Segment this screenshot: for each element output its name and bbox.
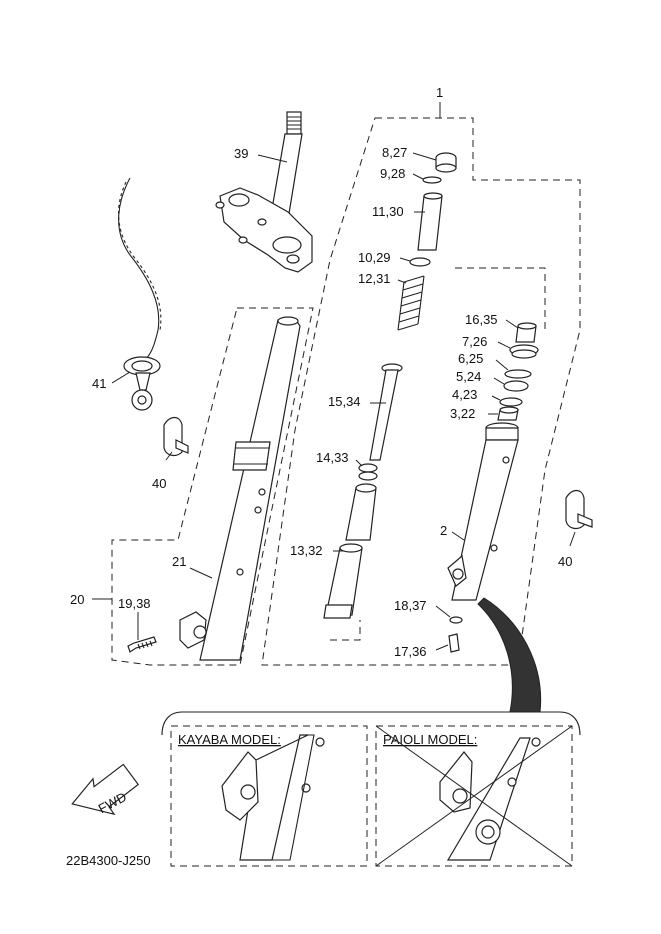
crossed-out-line-b bbox=[375, 725, 573, 867]
washer-10-29: 10,29 bbox=[358, 250, 431, 267]
callout-19-38: 19,38 bbox=[118, 596, 151, 611]
kayaba-model-label: KAYABA MODEL: bbox=[178, 732, 281, 747]
fwd-arrow-icon: FWD bbox=[71, 763, 140, 816]
fork-spring-12-31: 12,31 bbox=[358, 271, 425, 331]
callout-15-34: 15,34 bbox=[328, 394, 361, 409]
outer-tube-2: 2 bbox=[440, 422, 519, 601]
washer-4-23: 4,23 bbox=[452, 387, 523, 407]
circlip-6-25: 6,25 bbox=[458, 351, 532, 379]
bolt-17-36: 17,36 bbox=[394, 633, 460, 659]
washer-18-37: 18,37 bbox=[394, 598, 463, 624]
callout-20: 20 bbox=[70, 592, 84, 607]
callout-39: 39 bbox=[234, 146, 248, 161]
callout-4-23: 4,23 bbox=[452, 387, 477, 402]
assembly-1-boundary: 1 bbox=[261, 85, 581, 666]
callout-41: 41 bbox=[92, 376, 106, 391]
callout-9-28: 9,28 bbox=[380, 166, 405, 181]
outer-tube-21: 21 bbox=[172, 316, 301, 661]
fork-guard-40-right: 40 bbox=[558, 489, 593, 569]
piston-ring-14-33: 14,33 bbox=[316, 450, 378, 481]
o-ring-9-28: 9,28 bbox=[380, 166, 442, 184]
dust-seal-7-26: 7,26 bbox=[462, 334, 539, 359]
callout-2: 2 bbox=[440, 523, 447, 538]
dust-cap-16-35: 16,35 bbox=[465, 312, 537, 343]
wire-harness-41: 41 bbox=[92, 177, 162, 411]
callout-8-27: 8,27 bbox=[382, 145, 407, 160]
spacer-11-30: 11,30 bbox=[372, 192, 443, 251]
callout-18-37: 18,37 bbox=[394, 598, 427, 613]
kayaba-model-inset: KAYABA MODEL: bbox=[170, 725, 368, 867]
drawing-code: 22B4300-J250 bbox=[66, 853, 151, 868]
callout-13-32: 13,32 bbox=[290, 543, 323, 558]
callout-14-33: 14,33 bbox=[316, 450, 349, 465]
callout-40-left: 40 bbox=[152, 476, 166, 491]
damper-rod-15-34: 15,34 bbox=[328, 363, 403, 461]
callout-17-36: 17,36 bbox=[394, 644, 427, 659]
callout-10-29: 10,29 bbox=[358, 250, 391, 265]
detail-magnifier-pointer bbox=[477, 597, 542, 713]
callout-6-25: 6,25 bbox=[458, 351, 483, 366]
bushing-3-22: 3,22 bbox=[450, 406, 519, 421]
detail-panel-bracket bbox=[161, 711, 581, 736]
fork-guard-40-left: 40 bbox=[152, 416, 189, 491]
callout-21: 21 bbox=[172, 554, 186, 569]
steering-stem-39: 39 bbox=[215, 111, 313, 273]
callout-5-24: 5,24 bbox=[456, 369, 481, 384]
paioli-model-label: PAIOLI MODEL: bbox=[383, 732, 477, 747]
callout-16-35: 16,35 bbox=[465, 312, 498, 327]
callout-12-31: 12,31 bbox=[358, 271, 391, 286]
inner-tube-13-32: 13,32 bbox=[290, 483, 377, 619]
oil-seal-5-24: 5,24 bbox=[456, 369, 529, 392]
bolt-19-38: 19,38 bbox=[118, 596, 157, 653]
callout-11-30: 11,30 bbox=[372, 204, 404, 219]
cap-bolt-8-27: 8,27 bbox=[382, 145, 457, 173]
callout-40-right: 40 bbox=[558, 554, 572, 569]
paioli-model-inset: PAIOLI MODEL: bbox=[375, 725, 573, 867]
callout-3-22: 3,22 bbox=[450, 406, 475, 421]
assembly-20-boundary: 20 bbox=[70, 307, 314, 666]
callout-7-26: 7,26 bbox=[462, 334, 487, 349]
callout-1: 1 bbox=[436, 85, 443, 100]
